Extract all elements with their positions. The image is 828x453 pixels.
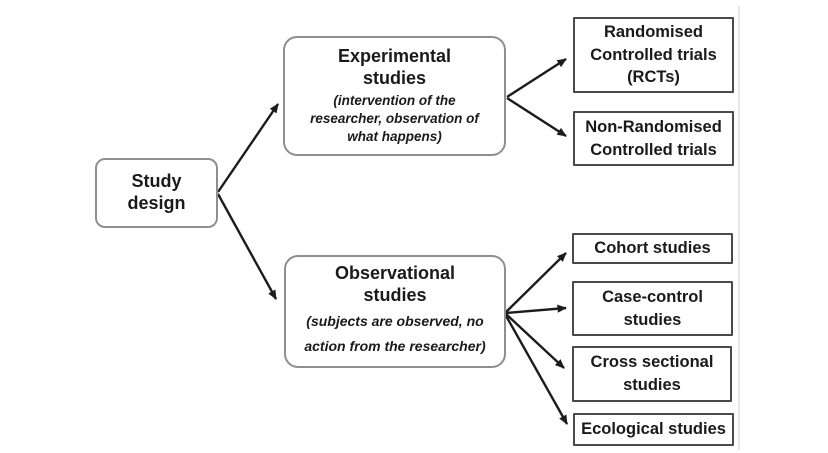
node-observational-subtitle: (subjects are observed, no action from t…: [304, 312, 486, 355]
node-cross-sectional-label: Cross sectional studies: [590, 353, 714, 394]
node-rct-label: Randomised Controlled trials (RCTs): [590, 22, 717, 87]
node-experimental-subtitle: (intervention of the researcher, observa…: [310, 92, 479, 145]
node-ecological-studies: Ecological studies: [573, 413, 734, 446]
node-study-design-label: Study design: [127, 171, 186, 213]
node-case-control-label: Case-control studies: [602, 287, 703, 329]
node-nonrct-label: Non-Randomised Controlled trials: [585, 117, 722, 159]
arrow-experimental-to-rct: [506, 57, 567, 99]
arrow-root-to-experimental: [217, 103, 279, 193]
arrow-observational-to-case-control: [505, 304, 567, 315]
node-cross-sectional-studies: Cross sectional studies: [572, 346, 732, 402]
node-study-design: Study design: [95, 158, 218, 228]
node-observational-title: Observational studies: [334, 262, 456, 305]
node-cohort-studies: Cohort studies: [572, 233, 733, 264]
node-randomised-controlled-trials: Randomised Controlled trials (RCTs): [573, 17, 734, 93]
arrow-root-to-observational: [216, 193, 278, 300]
node-case-control-studies: Case-control studies: [572, 281, 733, 336]
arrow-observational-to-cross-sectional: [505, 313, 565, 369]
page-edge-divider: [738, 6, 740, 450]
arrow-observational-to-ecological: [503, 313, 569, 425]
node-non-randomised-controlled-trials: Non-Randomised Controlled trials: [573, 111, 734, 166]
node-experimental-title: Experimental studies: [337, 45, 452, 88]
node-cohort-label: Cohort studies: [594, 239, 711, 258]
arrow-experimental-to-nonrct: [506, 96, 567, 138]
arrow-observational-to-cohort: [505, 252, 567, 313]
node-observational-studies: Observational studies (subjects are obse…: [284, 255, 506, 368]
node-experimental-studies: Experimental studies (intervention of th…: [283, 36, 506, 156]
node-ecological-label: Ecological studies: [581, 420, 726, 439]
